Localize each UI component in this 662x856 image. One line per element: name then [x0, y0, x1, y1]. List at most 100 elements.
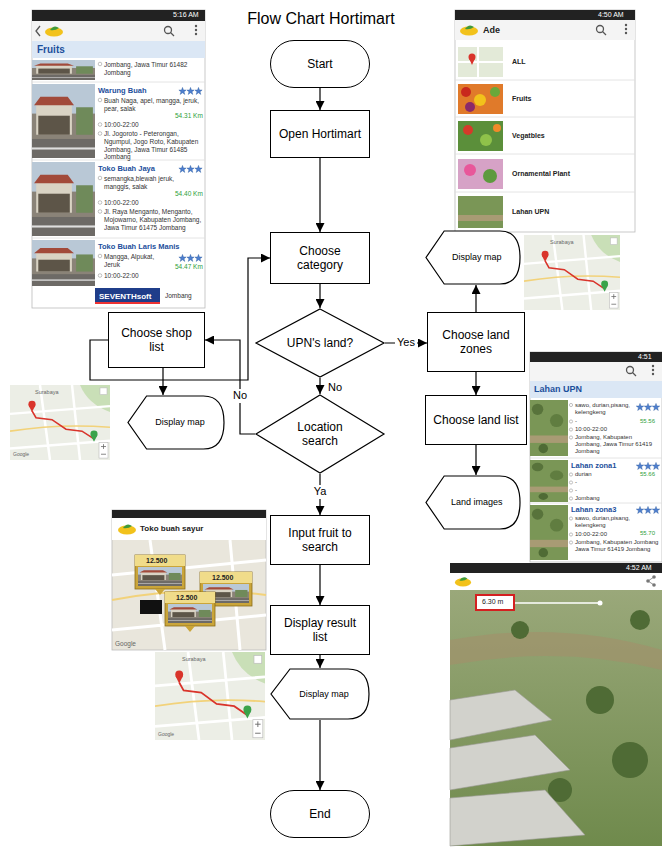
category-screenshot	[458, 196, 503, 228]
node-text: Location search	[280, 420, 361, 449]
land-list-screenshot	[530, 362, 662, 381]
category-screenshot	[625, 32, 627, 34]
shop-list-screenshot	[32, 82, 205, 238]
screen-text: Google	[158, 731, 174, 737]
category-screenshot	[490, 87, 500, 97]
flow-arrow	[319, 284, 320, 308]
category-screenshot	[463, 125, 473, 135]
search-map-screenshot	[112, 540, 266, 650]
shop-list-screenshot	[32, 10, 205, 21]
display-shape: Display map	[425, 230, 521, 285]
screen-text: Lahan UPN	[512, 208, 549, 216]
terminal-oval: Start	[270, 40, 370, 88]
shop-list-screenshot	[195, 25, 197, 27]
category-screenshot	[474, 94, 486, 106]
shop-list-screenshot	[98, 123, 102, 127]
flow-arrow	[319, 655, 320, 668]
screen-text: 12.500	[176, 594, 197, 602]
screen-text: 10:00-22:00	[104, 121, 139, 129]
screen-text: sawo, durian,pisang, kelengkeng	[575, 515, 637, 529]
screen-text: Surabaya	[550, 239, 574, 246]
node-text: Land images	[451, 497, 503, 508]
category-screenshot	[458, 121, 503, 151]
node-text: Display result list	[277, 616, 363, 645]
shop-list-screenshot	[98, 132, 102, 136]
screen-text: Surabaya	[35, 389, 59, 396]
screen-text: 10:00-22:00	[104, 199, 139, 207]
screen-text: Ade	[483, 25, 500, 36]
screen-text: 10:00-22:00	[104, 272, 139, 280]
screen-text: 4:52 AM	[626, 564, 652, 572]
land-list-screenshot	[636, 506, 660, 513]
screen-text: Jombang, Kabupaten Jombang Jawa Timur 61…	[575, 539, 660, 553]
process-box: Display result list	[270, 605, 370, 655]
screen-text: Mangga, Alpukat, Jeruk	[104, 253, 170, 269]
shop-list-screenshot	[32, 162, 95, 236]
decision-diamond-outline	[256, 395, 384, 473]
flow-arrow	[319, 378, 320, 394]
screen-text: sawo, durian,pisang, kelengkeng	[575, 402, 637, 416]
display-shape-outline	[128, 396, 224, 449]
terminal-oval: End	[270, 790, 370, 838]
screen-text: ALL	[512, 58, 526, 66]
land-list-screenshot	[530, 505, 568, 560]
land-image-screenshot	[476, 595, 514, 610]
land-list-screenshot	[569, 517, 572, 520]
land-image-screenshot	[648, 577, 654, 585]
land-image-screenshot	[598, 601, 603, 606]
land-list-screenshot	[652, 373, 654, 375]
screen-text: Ornamental Plant	[512, 170, 570, 178]
search-map-screenshot	[165, 592, 215, 603]
shop-list-screenshot	[98, 254, 102, 258]
land-image-screenshot	[450, 690, 585, 846]
screen-text: 54.40 Km	[175, 190, 203, 198]
land-image-screenshot	[450, 563, 662, 846]
land-list-screenshot	[627, 367, 634, 374]
category-screenshot	[458, 47, 503, 77]
category-screenshot	[458, 159, 503, 189]
shop-list-screenshot	[98, 210, 102, 214]
shop-list-screenshot	[98, 274, 102, 278]
shop-list-screenshot	[32, 240, 95, 286]
land-list-screenshot	[530, 352, 662, 562]
edge-label: No	[326, 381, 344, 394]
land-image-screenshot	[514, 602, 600, 604]
land-list-screenshot	[530, 352, 662, 562]
shop-list-screenshot	[36, 26, 40, 36]
category-screenshot	[603, 32, 607, 36]
screen-text: Google	[13, 451, 29, 457]
shop-list-screenshot	[32, 41, 205, 58]
screen-text: 55.66	[640, 471, 655, 478]
shop-list-screenshot	[32, 10, 205, 308]
flow-arrow	[475, 445, 476, 475]
search-map-screenshot	[165, 592, 215, 626]
land-image-screenshot	[455, 577, 471, 586]
land-image-screenshot	[612, 742, 648, 778]
screen-text: Jl. Raya Menganto, Menganto, Mojowarno, …	[104, 208, 202, 231]
shop-list-screenshot	[195, 33, 197, 35]
search-map-screenshot	[155, 589, 165, 595]
route-map-thumbnail	[10, 385, 110, 460]
land-list-screenshot	[633, 373, 637, 377]
node-text: Display map	[452, 252, 502, 263]
flow-arrow	[475, 285, 476, 312]
screen-text: Jombang	[575, 495, 600, 502]
screen-text: Lahan zona1	[571, 461, 616, 470]
land-list-screenshot	[636, 462, 660, 469]
search-map-screenshot	[112, 510, 266, 650]
process-box: Choose shop list	[108, 312, 205, 368]
display-shape-outline	[426, 476, 520, 529]
screen-text: Lahan UPN	[534, 384, 582, 395]
shop-list-screenshot	[165, 27, 172, 34]
screen-text: Jombang, Kabupaten Jombang, Jawa Timur 6…	[575, 434, 660, 456]
shop-list-screenshot	[32, 21, 205, 41]
display-shape: Land images	[425, 475, 521, 530]
node-text: Start	[307, 57, 332, 71]
shop-list-screenshot	[98, 201, 102, 205]
screen-text: 54.47 Km	[175, 263, 203, 271]
land-image-screenshot	[450, 790, 585, 846]
land-list-screenshot	[530, 458, 662, 503]
screen-text: 55.56	[640, 418, 655, 425]
land-list-screenshot	[569, 403, 572, 406]
